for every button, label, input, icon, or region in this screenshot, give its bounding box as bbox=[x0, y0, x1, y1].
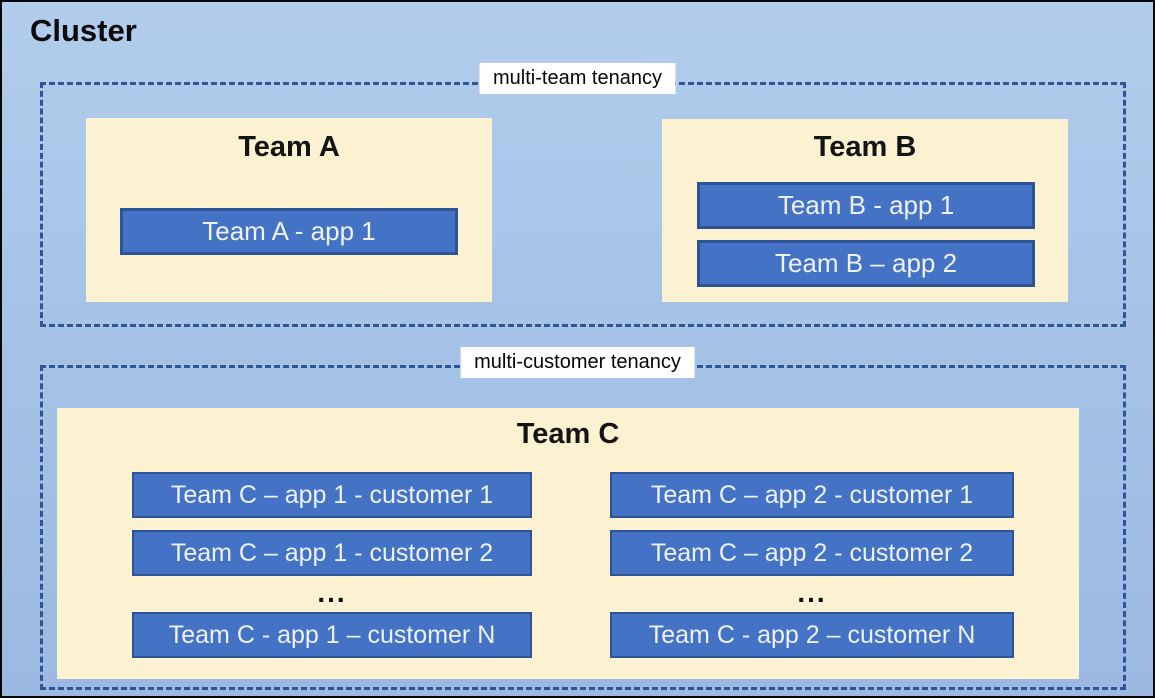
team-b-app-1: Team B - app 1 bbox=[697, 182, 1035, 229]
section-label-multi-team: multi-team tenancy bbox=[479, 63, 676, 94]
team-b-app-2: Team B – app 2 bbox=[697, 240, 1035, 287]
team-c-app-2-ellipsis: ... bbox=[797, 577, 827, 608]
team-c-app-1-customer-n: Team C - app 1 – customer N bbox=[132, 612, 532, 658]
team-a-box: Team A Team A - app 1 bbox=[86, 118, 492, 302]
team-c-app-1-customer-2: Team C – app 1 - customer 2 bbox=[132, 530, 532, 576]
team-a-app-1: Team A - app 1 bbox=[120, 208, 458, 255]
team-a-title: Team A bbox=[238, 131, 340, 163]
team-c-title: Team C bbox=[516, 418, 620, 450]
section-label-multi-customer: multi-customer tenancy bbox=[460, 347, 695, 378]
team-b-box: Team B Team B - app 1 Team B – app 2 bbox=[662, 119, 1068, 302]
team-c-app-2-customer-1: Team C – app 2 - customer 1 bbox=[610, 472, 1014, 518]
team-c-app-2-customer-n: Team C - app 2 – customer N bbox=[610, 612, 1014, 658]
team-c-app-2-customer-2: Team C – app 2 - customer 2 bbox=[610, 530, 1014, 576]
team-c-app-1-ellipsis: ... bbox=[317, 577, 347, 608]
team-c-box: Team C Team C – app 1 - customer 1 Team … bbox=[57, 408, 1079, 679]
team-b-title: Team B bbox=[813, 131, 917, 163]
cluster-title: Cluster bbox=[30, 13, 137, 48]
team-c-app-1-customer-1: Team C – app 1 - customer 1 bbox=[132, 472, 532, 518]
